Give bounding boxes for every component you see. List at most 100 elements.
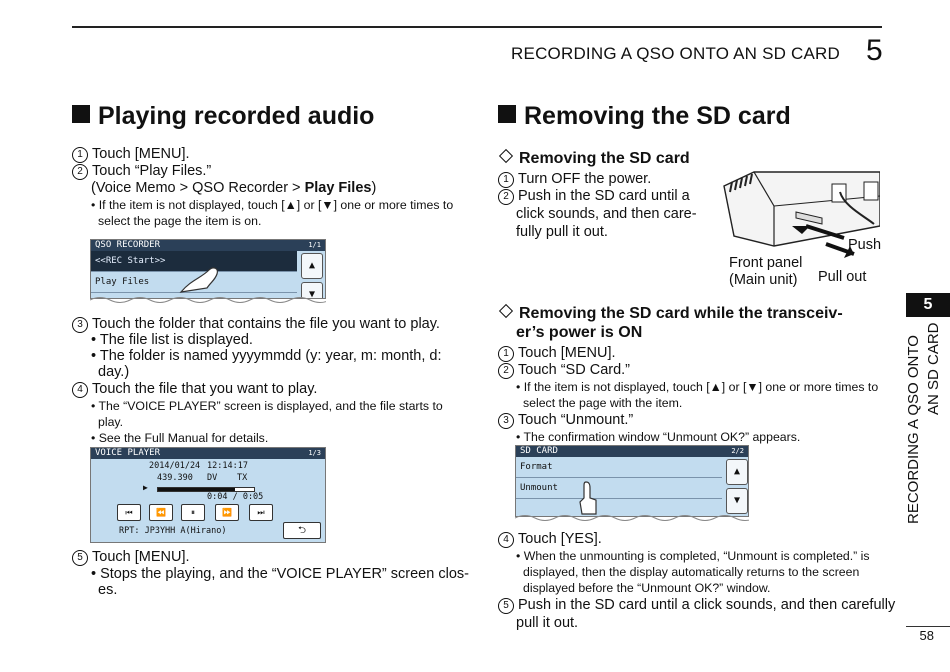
step-number: 5 (498, 598, 514, 614)
mode: DV (207, 473, 218, 483)
header-rule (72, 26, 882, 28)
up-arrow-icon[interactable]: ▲ (726, 459, 748, 485)
note: • The “VOICE PLAYER” screen is displayed… (91, 399, 443, 413)
repeater-info: RPT: JP3YHH A(Hirano) (119, 526, 227, 536)
bullet: day.) (98, 364, 130, 380)
date: 2014/01/24 (149, 461, 201, 471)
time: 12:14:17 (207, 461, 248, 471)
page-number-rule (906, 626, 950, 627)
progress-bar[interactable] (157, 487, 255, 492)
note: displayed, then the display automaticall… (523, 565, 860, 579)
step-number: 4 (72, 382, 88, 398)
wave-divider (515, 515, 749, 521)
format-item[interactable]: Format (516, 457, 722, 478)
menu-path: (Voice Memo > QSO Recorder > Play Files) (91, 180, 377, 196)
wave-divider (90, 297, 326, 303)
position: 0:04 / 0:05 (207, 492, 264, 502)
note: select the page with the item. (523, 396, 683, 410)
heading-playing: Playing recorded audio (72, 102, 374, 131)
sd-card-slot-figure (723, 171, 880, 258)
step-number: 1 (498, 172, 514, 188)
progress-fill (158, 488, 235, 491)
back-arrow-icon[interactable]: ⮌ (283, 522, 321, 539)
skip-forward-button[interactable]: ⏭ (249, 504, 273, 521)
bullet: • The folder is named yyyymmdd (y: year,… (91, 348, 442, 364)
note: • If the item is not displayed, touch [▲… (91, 198, 454, 212)
heading-removing: Removing the SD card (498, 102, 791, 131)
pull-out-label: Pull out (818, 269, 867, 285)
down-arrow-icon[interactable]: ▼ (726, 488, 748, 514)
note: play. (98, 415, 124, 429)
page-number: 58 (919, 628, 934, 643)
square-bullet-icon (498, 105, 516, 123)
note: • The confirmation window “Unmount OK?” … (516, 430, 801, 444)
step-number: 3 (498, 413, 514, 429)
note: select the page the item is on. (98, 214, 262, 228)
chapter-tab: 5 (906, 293, 950, 317)
push-label: Push (848, 237, 882, 253)
square-bullet-icon (72, 105, 90, 123)
step-2-cont: fully pull it out. (516, 224, 608, 240)
note: • See the Full Manual for details. (91, 431, 269, 445)
frequency: 439.390 (157, 473, 193, 483)
step-number: 1 (498, 346, 514, 362)
front-panel-label: Front panel (729, 255, 803, 271)
skip-back-button[interactable]: ⏮ (117, 504, 141, 521)
note: • When the unmounting is completed, “Unm… (516, 549, 870, 563)
touch-finger-icon (579, 481, 597, 515)
step-number: 4 (498, 532, 514, 548)
bullet: es. (98, 582, 118, 598)
step-number: 2 (498, 189, 514, 205)
up-arrow-icon[interactable]: ▲ (301, 253, 323, 279)
tx-indicator: TX (237, 473, 248, 483)
rec-start-item[interactable]: <<REC Start>> (91, 251, 297, 272)
diamond-bullet-icon (498, 303, 514, 319)
play-icon: ▶ (143, 483, 148, 492)
unmount-item[interactable]: Unmount (516, 478, 722, 499)
fast-forward-button[interactable]: ⏩ (215, 504, 239, 521)
bullet: • The file list is displayed. (91, 332, 253, 348)
step-number: 1 (72, 147, 88, 163)
header-title: RECORDING A QSO ONTO AN SD CARD (511, 44, 840, 63)
step-number: 5 (72, 550, 88, 566)
step-number: 2 (72, 164, 88, 180)
note: • If the item is not displayed, touch [▲… (516, 380, 879, 394)
play-files-item[interactable]: Play Files (91, 272, 297, 293)
note: displayed before the “Unmount OK?” windo… (523, 581, 771, 595)
step-2-cont: click sounds, and then care- (516, 206, 697, 222)
down-arrow-icon[interactable]: ▼ (301, 282, 323, 298)
diamond-bullet-icon (498, 148, 514, 164)
subheading-power-on-cont: er’s power is ON (516, 324, 643, 341)
step-5-cont: pull it out. (516, 615, 579, 631)
step-number: 3 (72, 317, 88, 333)
side-title-line2: AN SD CARD (925, 322, 942, 415)
subheading-power-on: Removing the SD card while the transceiv… (498, 303, 843, 323)
pause-button[interactable]: ⏸ (181, 504, 205, 521)
touch-hand-icon (179, 267, 218, 293)
bullet: • Stops the playing, and the “VOICE PLAY… (91, 566, 469, 582)
chapter-number: 5 (866, 34, 883, 67)
step-number: 2 (498, 363, 514, 379)
side-title-line1: RECORDING A QSO ONTO (905, 335, 922, 524)
subheading-removing: Removing the SD card (498, 148, 690, 168)
rewind-button[interactable]: ⏪ (149, 504, 173, 521)
main-unit-label: (Main unit) (729, 272, 798, 288)
